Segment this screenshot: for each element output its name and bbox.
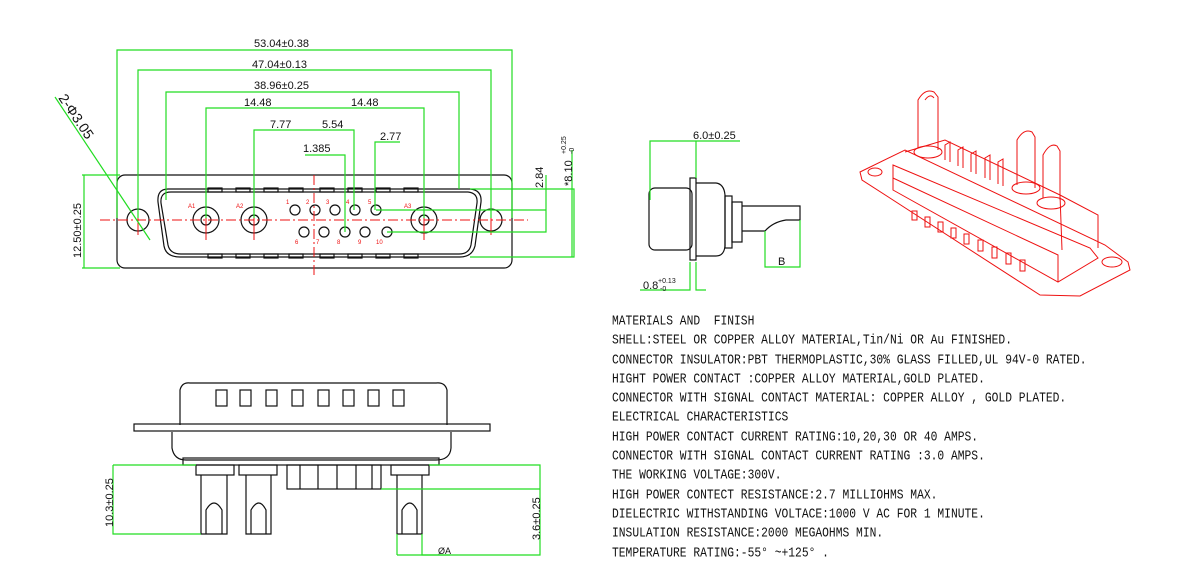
power-tails — [200, 475, 423, 535]
pin-label: 10 — [376, 240, 383, 246]
dim-shell-width: 38.96±0.25 — [254, 80, 309, 92]
dim-depth: 6.0±0.25 — [693, 130, 736, 142]
note-line: CONNECTOR WITH SIGNAL CONTACT CURRENT RA… — [612, 449, 985, 465]
pin-label-a1: A1 — [188, 204, 196, 210]
note-line: INSULATION RESISTANCE:2000 MEGAOHMS MIN. — [612, 526, 884, 542]
dim-tail-diameter: ØA — [438, 546, 451, 556]
notes-heading-materials: MATERIALS AND FINISH — [612, 314, 755, 330]
note-line: HIGH POWER CONTACT CURRENT RATING:10,20,… — [612, 430, 979, 445]
dim-mount-holes: 2-Φ3.05 — [56, 91, 98, 142]
bottom-shell-top — [179, 382, 448, 425]
d-sub-insulator — [157, 188, 482, 258]
notes-heading-electrical: ELECTRICAL CHARACTERISTICS — [612, 411, 789, 426]
bottom-flange — [133, 423, 491, 432]
dim-height: 12.50±0.25 — [72, 203, 84, 258]
dim-shell-height-tol-plus: +0.25 — [561, 136, 568, 154]
dim-pitch-277: 2.77 — [380, 131, 401, 143]
pin-label: 6 — [295, 240, 299, 246]
pin-label: 5 — [368, 200, 372, 206]
dim-power-left: 14.48 — [244, 97, 272, 109]
dim-flange: 0.8 — [643, 280, 658, 292]
dim-flange-tol-plus: +0.13 — [658, 278, 676, 285]
note-line: HIGHT POWER CONTACT :COPPER ALLOY MATERI… — [612, 372, 985, 387]
centerlines — [100, 175, 528, 278]
dim-power-right: 14.48 — [351, 97, 379, 109]
dim-pitch-554: 5.54 — [322, 119, 343, 131]
pin-label: 8 — [337, 240, 341, 246]
pin-labels: A1 A2 A3 1 2 3 4 5 6 7 8 9 10 — [188, 200, 412, 246]
note-line: THE WORKING VOLTAGE:300V. — [612, 469, 782, 484]
note-line: DIELECTRIC WITHSTANDING VOLTACE:1000 V A… — [612, 507, 985, 523]
dim-power-tail-length: 10.3±0.25 — [104, 478, 116, 527]
side-insulator — [696, 182, 726, 257]
dim-row-spacing: 2.84 — [534, 167, 546, 188]
note-line: CONNECTOR INSULATOR:PBT THERMOPLASTIC,30… — [612, 353, 1087, 368]
dim-signal-tail-length: 3.6±0.25 — [531, 497, 543, 540]
pin-label-a2: A2 — [236, 204, 244, 210]
note-line: CONNECTOR WITH SIGNAL CONTACT MATERIAL: … — [612, 391, 1067, 407]
front-view: A1 A2 A3 1 2 3 4 5 6 7 8 9 10 — [54, 38, 576, 278]
dim-mount-hole-spacing: 47.04±0.13 — [252, 59, 307, 71]
isometric-view — [859, 90, 1131, 297]
pin-label: 9 — [358, 240, 362, 246]
insulator-slots — [207, 187, 419, 259]
side-view: 6.0±0.25 0.8 +0.13 -0 B — [640, 130, 801, 293]
side-tail — [742, 205, 801, 232]
dim-tail-b: B — [778, 256, 785, 268]
bottom-view: 10.3±0.25 3.6±0.25 ØA — [104, 382, 543, 556]
dimension-lines — [54, 49, 575, 269]
specifications-notes: MATERIALS AND FINISH SHELL:STEEL OR COPP… — [612, 313, 1087, 564]
dim-shell-height-tol-minus: -0 — [569, 148, 576, 154]
dim-pitch-1385: 1.385 — [303, 143, 331, 155]
dim-shell-height: *8.10 — [563, 160, 575, 186]
side-flange — [689, 177, 697, 261]
pin-label: 2 — [306, 200, 310, 206]
pin-label: 4 — [346, 200, 350, 206]
dim-flange-tol-minus: -0 — [660, 286, 666, 293]
pin-label: 1 — [286, 200, 290, 206]
d-sub-inner — [160, 191, 478, 255]
pin-label: 7 — [316, 240, 320, 246]
pin-label-a3: A3 — [404, 204, 412, 210]
side-shell — [648, 187, 693, 251]
note-line: TEMPERATURE RATING:-55° ~+125° . — [612, 546, 829, 561]
dim-pitch-777: 7.77 — [270, 119, 291, 131]
note-line: HIGH POWER CONTECT RESISTANCE:2.7 MILLIO… — [612, 488, 938, 503]
note-line: SHELL:STEEL OR COPPER ALLOY MATERIAL,Tin… — [612, 333, 1012, 349]
pin-label: 3 — [326, 200, 330, 206]
dim-overall-width: 53.04±0.38 — [254, 38, 309, 50]
